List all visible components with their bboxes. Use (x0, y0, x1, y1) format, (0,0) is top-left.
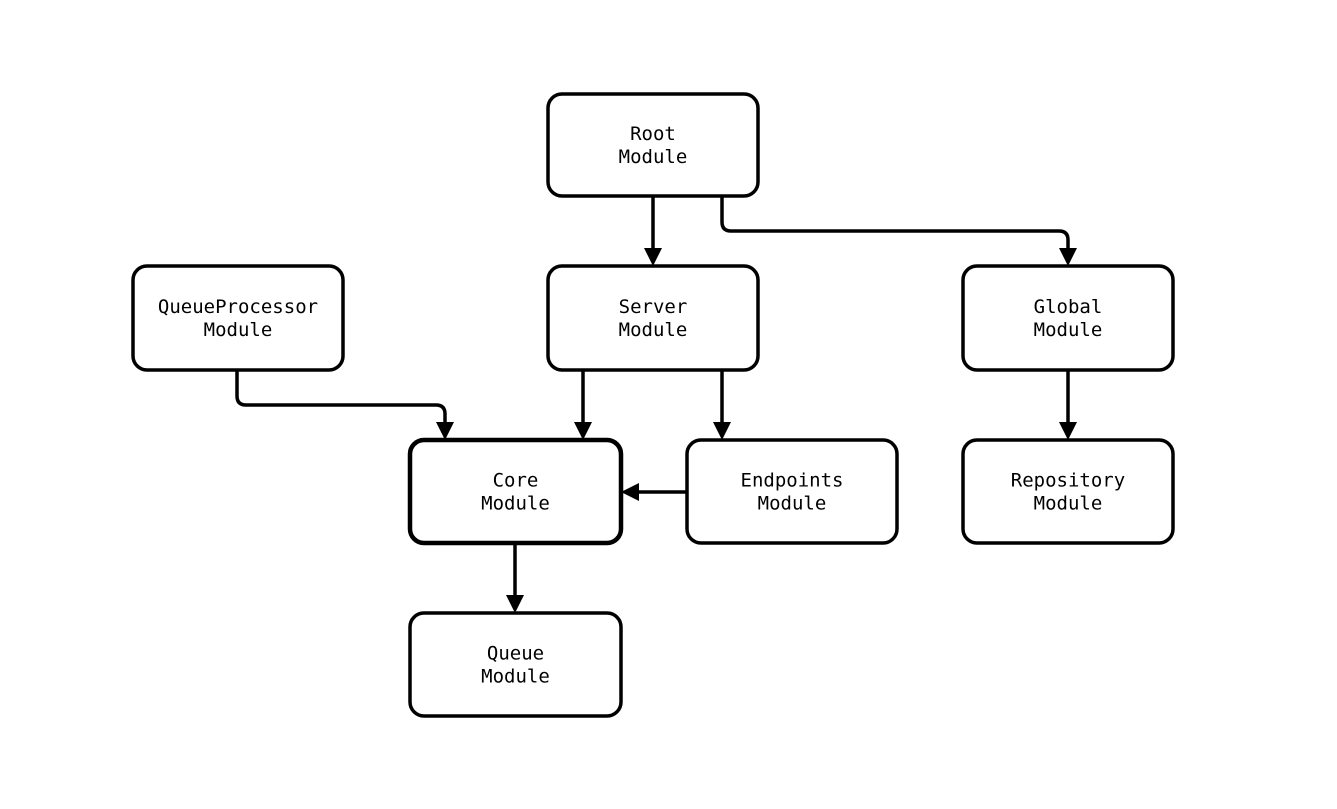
server-module-label-line1: Server (619, 296, 688, 318)
repository-module-label-line2: Module (1034, 492, 1103, 514)
root-module-box[interactable] (546, 92, 760, 198)
endpoints-module-box[interactable] (685, 438, 899, 545)
edge-root-to-server (644, 196, 662, 266)
queueprocessor-module-box[interactable] (131, 264, 345, 372)
global-module-label-line1: Global (1034, 296, 1103, 318)
queue-module-label-line1: Queue (487, 642, 544, 664)
queue-module-box[interactable] (408, 611, 623, 718)
core-module-box[interactable] (407, 437, 624, 546)
edge-global-to-repository (1059, 370, 1077, 440)
queueprocessor-module-label-line2: Module (204, 319, 273, 341)
edge-endpoints-to-core (621, 483, 687, 501)
repository-module-box[interactable] (961, 438, 1175, 545)
edge-global-to-repository-arrowhead-icon (1059, 422, 1077, 440)
edge-root-to-global-line (720, 196, 1070, 255)
edge-root-to-global-arrowhead-icon (1059, 248, 1077, 266)
edge-server-to-core (574, 370, 592, 440)
edge-root-to-global (720, 196, 1077, 266)
root-module-label-line2: Module (619, 146, 688, 168)
edge-core-to-queue-arrowhead-icon (506, 595, 524, 613)
edge-queueprocessor-to-core-line (235, 370, 447, 429)
edge-root-to-server-arrowhead-icon (644, 248, 662, 266)
edge-queueprocessor-to-core (235, 370, 454, 440)
server-module-box[interactable] (546, 264, 760, 372)
repository-module-label-line1: Repository (1011, 469, 1125, 491)
core-module-label-line2: Module (481, 492, 550, 514)
edge-server-to-endpoints (713, 370, 731, 440)
edge-queueprocessor-to-core-arrowhead-icon (436, 422, 454, 440)
endpoints-module-label-line1: Endpoints (741, 469, 844, 491)
global-module-label-line2: Module (1034, 319, 1103, 341)
edge-core-to-queue (506, 543, 524, 613)
edge-server-to-endpoints-arrowhead-icon (713, 422, 731, 440)
global-module-box[interactable] (961, 264, 1175, 372)
endpoints-module-label-line2: Module (758, 492, 827, 514)
queueprocessor-module-label-line1: QueueProcessor (158, 296, 318, 318)
core-module-label-line1: Core (493, 469, 539, 491)
edges-layer (235, 196, 1077, 613)
root-module-label-line1: Root (630, 123, 676, 145)
edge-endpoints-to-core-arrowhead-icon (621, 483, 639, 501)
queue-module-label-line2: Module (481, 665, 550, 687)
edge-server-to-core-arrowhead-icon (574, 422, 592, 440)
server-module-label-line2: Module (619, 319, 688, 341)
